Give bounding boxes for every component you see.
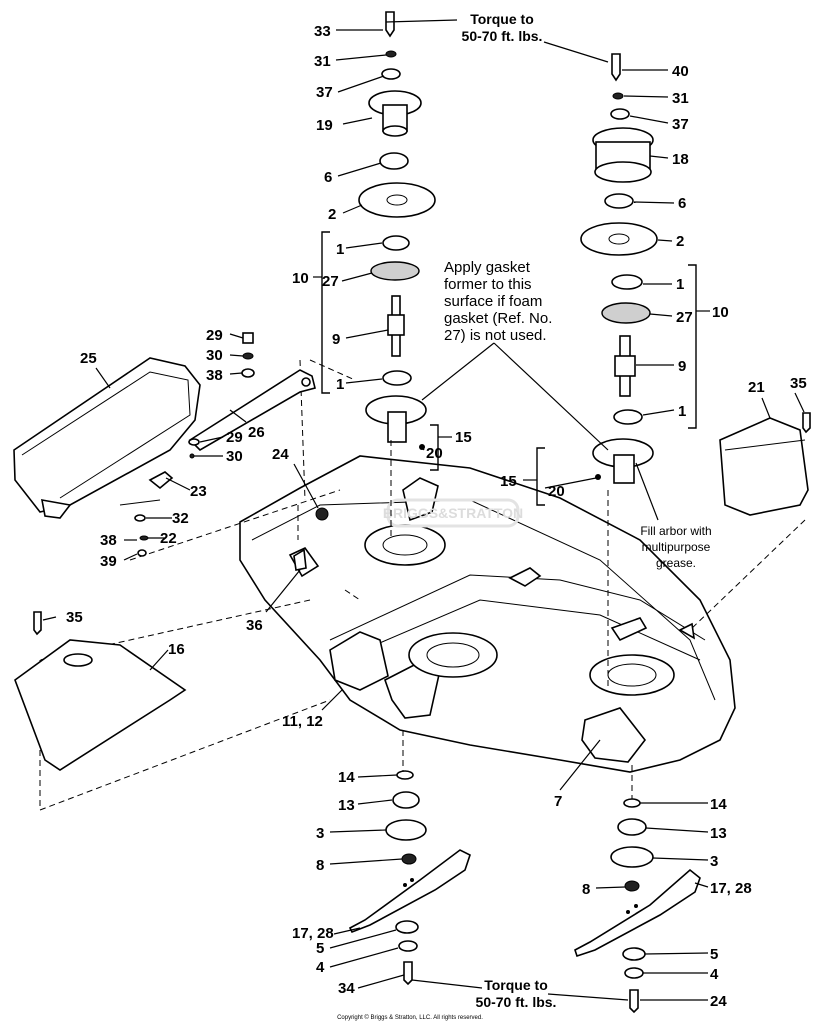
label-35: 35 bbox=[790, 375, 807, 392]
right-blade-assembly bbox=[574, 798, 701, 1014]
torque-note-bottom: Torque to 50-70 ft. lbs. bbox=[476, 977, 557, 1010]
label-13: 13 bbox=[338, 797, 355, 814]
label-3: 3 bbox=[710, 853, 718, 870]
grease-note: Fill arbor with multipurpose grease. bbox=[640, 524, 711, 570]
svg-text:50-70 ft. lbs.: 50-70 ft. lbs. bbox=[462, 28, 543, 44]
label-9: 9 bbox=[678, 358, 686, 375]
label-33: 33 bbox=[314, 23, 331, 40]
svg-text:BRIGGS&STRATTON: BRIGGS&STRATTON bbox=[383, 505, 523, 521]
label-9: 9 bbox=[332, 331, 340, 348]
label-1: 1 bbox=[336, 376, 344, 393]
label-1: 1 bbox=[678, 403, 686, 420]
label-35: 35 bbox=[66, 609, 83, 626]
label-22: 22 bbox=[160, 530, 177, 547]
leader-lines bbox=[42, 19, 805, 1001]
belt-cover bbox=[13, 357, 201, 519]
cover-bracket bbox=[188, 369, 316, 452]
svg-text:Fill arbor with: Fill arbor with bbox=[640, 524, 711, 538]
label-13: 13 bbox=[710, 825, 727, 842]
mower-deck-housing: BRIGGS&STRATTON bbox=[239, 455, 736, 773]
svg-text:gasket (Ref. No.: gasket (Ref. No. bbox=[444, 310, 552, 327]
label-1: 1 bbox=[676, 276, 684, 293]
label-39: 39 bbox=[100, 553, 117, 570]
label-40: 40 bbox=[672, 63, 689, 80]
label-24: 24 bbox=[272, 446, 289, 463]
label-20: 20 bbox=[426, 445, 443, 462]
label-37: 37 bbox=[672, 116, 689, 133]
label-36: 36 bbox=[246, 617, 263, 634]
label-7: 7 bbox=[554, 793, 562, 810]
label-14: 14 bbox=[710, 796, 727, 813]
label-8: 8 bbox=[316, 857, 324, 874]
label-38: 38 bbox=[100, 532, 117, 549]
label-4: 4 bbox=[316, 959, 325, 976]
label-34: 34 bbox=[338, 980, 355, 997]
svg-text:grease.: grease. bbox=[656, 556, 696, 570]
svg-text:Torque to: Torque to bbox=[484, 977, 548, 993]
copyright-notice: Copyright © Briggs & Stratton, LLC. All … bbox=[337, 1014, 483, 1021]
assembly-brackets bbox=[313, 231, 710, 506]
label-17-28: 17, 28 bbox=[292, 925, 334, 942]
right-spindle-cover bbox=[719, 412, 811, 516]
label-31: 31 bbox=[672, 90, 689, 107]
label-5: 5 bbox=[710, 946, 718, 963]
label-15: 15 bbox=[500, 473, 517, 490]
right-spindle-assembly bbox=[580, 53, 658, 484]
label-37: 37 bbox=[316, 84, 333, 101]
label-27: 27 bbox=[676, 309, 693, 326]
svg-text:27) is not used.: 27) is not used. bbox=[444, 327, 547, 344]
label-30: 30 bbox=[206, 347, 223, 364]
left-spindle-assembly bbox=[358, 11, 436, 450]
watermark-logo: BRIGGS&STRATTON bbox=[383, 498, 523, 528]
label-14: 14 bbox=[338, 769, 355, 786]
label-31: 31 bbox=[314, 53, 331, 70]
label-10: 10 bbox=[292, 270, 309, 287]
label-15: 15 bbox=[455, 429, 472, 446]
label-27: 27 bbox=[322, 273, 339, 290]
svg-text:50-70 ft. lbs.: 50-70 ft. lbs. bbox=[476, 994, 557, 1010]
label-10: 10 bbox=[712, 304, 729, 321]
svg-text:surface if foam: surface if foam bbox=[444, 293, 542, 310]
label-5: 5 bbox=[316, 940, 324, 957]
label-1: 1 bbox=[336, 241, 344, 258]
label-19: 19 bbox=[316, 117, 333, 134]
left-shield bbox=[14, 611, 187, 771]
label-11-12: 11, 12 bbox=[282, 713, 323, 730]
label-29: 29 bbox=[206, 327, 223, 344]
label-29: 29 bbox=[226, 429, 243, 446]
label-2: 2 bbox=[328, 206, 336, 223]
label-6: 6 bbox=[324, 169, 332, 186]
label-23: 23 bbox=[190, 483, 207, 500]
gasket-note: Apply gasket former to this surface if f… bbox=[444, 259, 552, 344]
label-24: 24 bbox=[710, 993, 727, 1010]
label-6: 6 bbox=[678, 195, 686, 212]
label-20: 20 bbox=[548, 483, 565, 500]
small-hardware bbox=[119, 332, 307, 571]
label-4: 4 bbox=[710, 966, 719, 983]
svg-text:former to this: former to this bbox=[444, 276, 532, 293]
label-2: 2 bbox=[676, 233, 684, 250]
part-number-labels: 33 31 37 19 6 2 1 27 10 9 1 15 20 40 31 … bbox=[66, 23, 807, 1010]
label-25: 25 bbox=[80, 350, 97, 367]
label-18: 18 bbox=[672, 151, 689, 168]
label-3: 3 bbox=[316, 825, 324, 842]
svg-text:Apply gasket: Apply gasket bbox=[444, 259, 531, 276]
label-30: 30 bbox=[226, 448, 243, 465]
label-16: 16 bbox=[168, 641, 185, 658]
svg-text:Torque to: Torque to bbox=[470, 11, 534, 27]
label-32: 32 bbox=[172, 510, 189, 527]
label-26: 26 bbox=[248, 424, 265, 441]
label-17-28: 17, 28 bbox=[710, 880, 752, 897]
svg-text:multipurpose: multipurpose bbox=[642, 540, 711, 554]
label-8: 8 bbox=[582, 881, 590, 898]
label-38: 38 bbox=[206, 367, 223, 384]
label-21: 21 bbox=[748, 379, 765, 396]
torque-note-top: Torque to 50-70 ft. lbs. bbox=[462, 11, 543, 44]
